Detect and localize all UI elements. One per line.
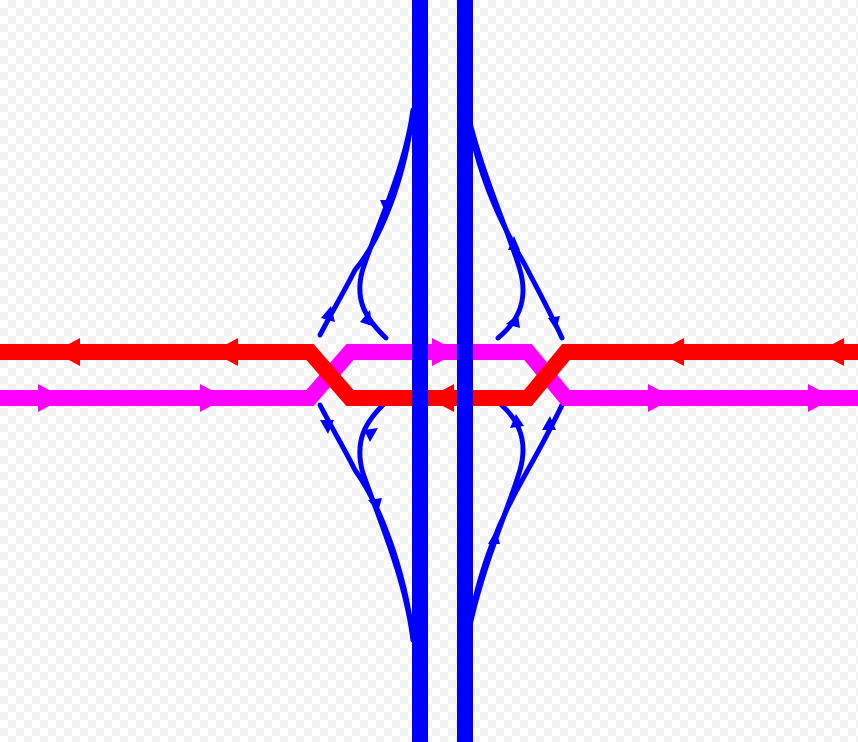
eastbound-arrow-icon <box>648 384 674 412</box>
nw-exit-ramp <box>317 107 416 338</box>
westbound-arrow-icon <box>818 338 844 366</box>
eastbound-arrow-icon <box>808 384 834 412</box>
ramp-arrow-icon <box>364 428 378 442</box>
westbound-arrow-icon <box>658 338 684 366</box>
ramp-arrow-icon <box>321 306 335 322</box>
ramp-arrow-icon <box>508 236 520 250</box>
westbound-arrow-icon <box>212 338 238 366</box>
nw-entrance-ramp <box>357 107 416 341</box>
ramp-arrow-icon <box>380 200 392 214</box>
sw-entrance-ramp <box>317 402 416 643</box>
freeway-northbound-overlay <box>457 0 473 742</box>
eastbound-arrow-icon <box>200 384 226 412</box>
ne-exit-ramp <box>464 107 565 341</box>
ramp-arrow-icon <box>368 498 382 512</box>
ramp-arrow-icon <box>360 310 372 326</box>
eastbound-arrow-icon <box>432 338 458 366</box>
ramps <box>317 107 565 643</box>
eastbound-arrow-icon <box>38 384 64 412</box>
ramp-arrows <box>320 200 560 544</box>
ramp-arrow-icon <box>510 414 524 428</box>
sw-exit-ramp <box>357 399 416 643</box>
ramp-arrow-icon <box>488 530 500 544</box>
westbound-arrow-icon <box>54 338 80 366</box>
ramp-arrow-icon <box>320 420 334 434</box>
ramp-arrow-icon <box>548 316 560 330</box>
arterial-westbound <box>0 338 858 412</box>
ramp-arrow-icon <box>506 314 520 328</box>
se-entrance-ramp <box>464 402 565 643</box>
freeway-southbound-overlay <box>412 0 428 742</box>
ramp-arrow-icon <box>542 416 556 430</box>
westbound-arrow-icon <box>428 384 454 412</box>
